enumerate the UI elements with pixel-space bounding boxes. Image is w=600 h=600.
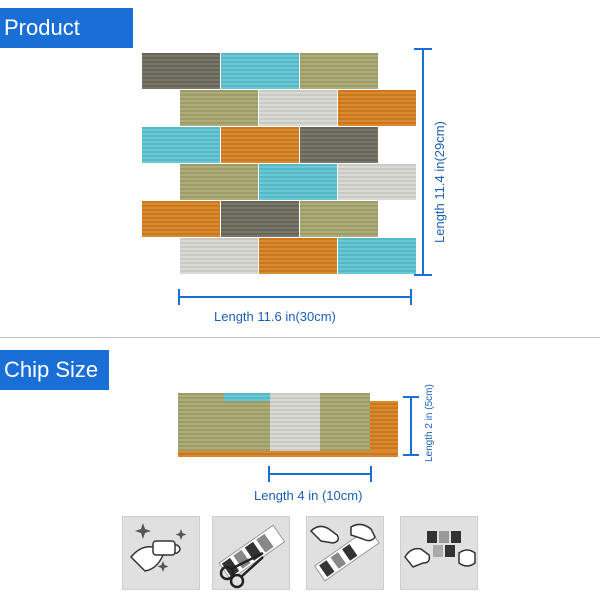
product-tile-brick bbox=[300, 127, 378, 163]
step-clean-surface bbox=[122, 516, 200, 590]
chip-width-label: Length 4 in (10cm) bbox=[254, 488, 363, 503]
product-tile-brick bbox=[259, 90, 337, 126]
product-height-label: Length 11.4 in(29cm) bbox=[432, 121, 447, 243]
product-tile-brick bbox=[259, 164, 337, 200]
product-width-label: Length 11.6 in(30cm) bbox=[214, 309, 336, 324]
chip-tile-brick bbox=[320, 393, 370, 457]
product-tile-brick bbox=[142, 127, 220, 163]
cut-scissors-icon bbox=[218, 524, 286, 589]
product-tile-brick bbox=[300, 53, 378, 89]
section-divider bbox=[0, 337, 600, 338]
product-tile-brick bbox=[300, 201, 378, 237]
peel-backing-icon bbox=[309, 523, 380, 582]
chip-height-label: Length 2 in (5cm) bbox=[424, 384, 435, 462]
product-tile-brick bbox=[142, 53, 220, 89]
product-tile-image bbox=[142, 53, 416, 275]
product-tile-brick bbox=[180, 164, 258, 200]
chip-tile-brick bbox=[178, 393, 270, 457]
step-press-to-wall bbox=[400, 516, 478, 590]
chip-tile-brick bbox=[178, 451, 398, 457]
step-cut bbox=[212, 516, 290, 590]
product-tile-brick bbox=[338, 164, 416, 200]
product-tile-brick bbox=[338, 90, 416, 126]
product-tile-brick bbox=[259, 238, 337, 274]
product-tile-brick bbox=[221, 201, 299, 237]
chip-tile-brick bbox=[370, 401, 398, 451]
clean-surface-icon bbox=[129, 523, 187, 572]
product-tile-brick bbox=[142, 201, 220, 237]
section-title-chip-size: Chip Size bbox=[0, 350, 109, 390]
product-tile-brick bbox=[221, 53, 299, 89]
section-title-product-size: Product Size bbox=[0, 8, 133, 80]
chip-tile-brick bbox=[224, 393, 270, 401]
chip-tile-image bbox=[178, 393, 398, 457]
product-tile-brick bbox=[180, 90, 258, 126]
product-tile-brick bbox=[221, 127, 299, 163]
step-peel-backing bbox=[306, 516, 384, 590]
press-to-wall-icon bbox=[404, 531, 476, 568]
product-tile-brick bbox=[180, 238, 258, 274]
product-tile-brick bbox=[338, 238, 416, 274]
chip-tile-brick bbox=[270, 393, 320, 457]
